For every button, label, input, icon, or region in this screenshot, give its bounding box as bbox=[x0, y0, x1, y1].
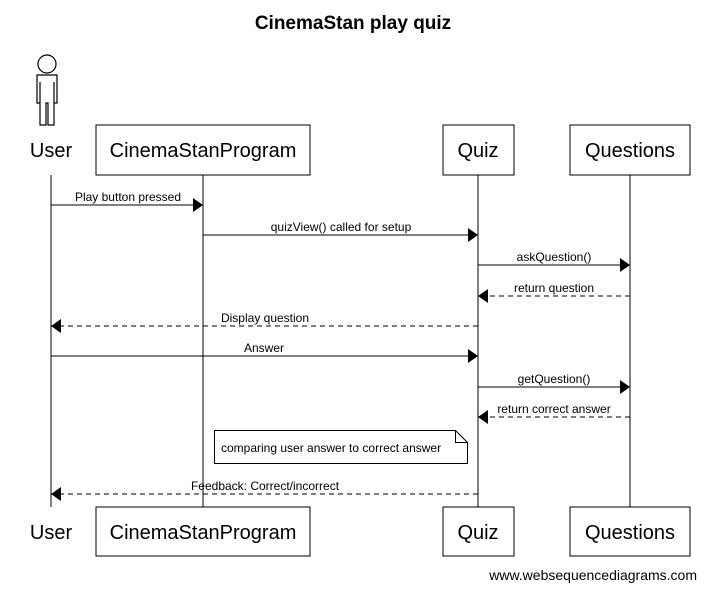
message-askquestion: askQuestion() bbox=[478, 250, 630, 272]
message-label: return correct answer bbox=[497, 402, 610, 416]
arrowhead-icon bbox=[468, 349, 478, 363]
message-label: quizView() called for setup bbox=[271, 220, 412, 234]
participant-label: CinemaStanProgram bbox=[110, 140, 297, 162]
arrowhead-icon bbox=[51, 487, 61, 501]
note-comparing-answers: comparing user answer to correct answer bbox=[214, 430, 468, 464]
participant-box bbox=[569, 506, 691, 557]
note-box bbox=[214, 430, 468, 464]
message-label: return question bbox=[514, 281, 594, 295]
participant-label: Quiz bbox=[457, 522, 498, 544]
participant-box bbox=[569, 124, 691, 176]
note-text: comparing user answer to correct answer bbox=[221, 441, 441, 455]
message-label: Feedback: Correct/incorrect bbox=[191, 479, 340, 493]
message-label: Play button pressed bbox=[75, 190, 181, 204]
diagram-title: CinemaStan play quiz bbox=[255, 13, 451, 34]
message-getquestion: getQuestion() bbox=[478, 372, 630, 394]
participant-questions-bottom: Questions bbox=[569, 506, 691, 557]
actor-label-user-bottom: User bbox=[30, 522, 73, 544]
note-corner-fold bbox=[455, 430, 468, 443]
message-answer: Answer bbox=[51, 341, 478, 363]
message-label: Display question bbox=[221, 311, 309, 325]
message-feedback: Feedback: Correct/incorrect bbox=[51, 479, 478, 501]
arrowhead-icon bbox=[193, 198, 203, 212]
participant-label: Questions bbox=[585, 522, 675, 544]
message-return-correct-answer: return correct answer bbox=[478, 402, 630, 424]
arrowhead-icon bbox=[468, 228, 478, 242]
message-label: getQuestion() bbox=[518, 372, 591, 386]
participant-questions-top: Questions bbox=[569, 124, 691, 176]
user-actor-icon bbox=[36, 54, 58, 126]
arrowhead-icon bbox=[478, 289, 488, 303]
footer-watermark: www.websequencediagrams.com bbox=[488, 567, 697, 583]
message-label: askQuestion() bbox=[517, 250, 592, 264]
arrowhead-icon bbox=[478, 410, 488, 424]
arrowhead-icon bbox=[620, 380, 630, 394]
participant-quiz-top: Quiz bbox=[442, 124, 515, 176]
participant-box bbox=[442, 124, 515, 176]
message-display-question: Display question bbox=[51, 311, 478, 333]
message-quizview-called: quizView() called for setup bbox=[203, 220, 478, 242]
message-play-button-pressed: Play button pressed bbox=[51, 190, 203, 212]
participant-box bbox=[95, 124, 311, 176]
message-label: Answer bbox=[244, 341, 284, 355]
arrowhead-icon bbox=[51, 319, 61, 333]
participant-box bbox=[95, 506, 311, 557]
participant-quiz-bottom: Quiz bbox=[442, 506, 515, 557]
arrowhead-icon bbox=[620, 258, 630, 272]
participant-box bbox=[442, 506, 515, 557]
participant-cinemastanprogram-bottom: CinemaStanProgram bbox=[95, 506, 311, 557]
participant-cinemastanprogram-top: CinemaStanProgram bbox=[95, 124, 311, 176]
actor-label-user-top: User bbox=[30, 140, 73, 162]
message-return-question: return question bbox=[478, 281, 630, 303]
participant-label: Questions bbox=[585, 140, 675, 162]
participant-label: CinemaStanProgram bbox=[110, 522, 297, 544]
participant-label: Quiz bbox=[457, 140, 498, 162]
